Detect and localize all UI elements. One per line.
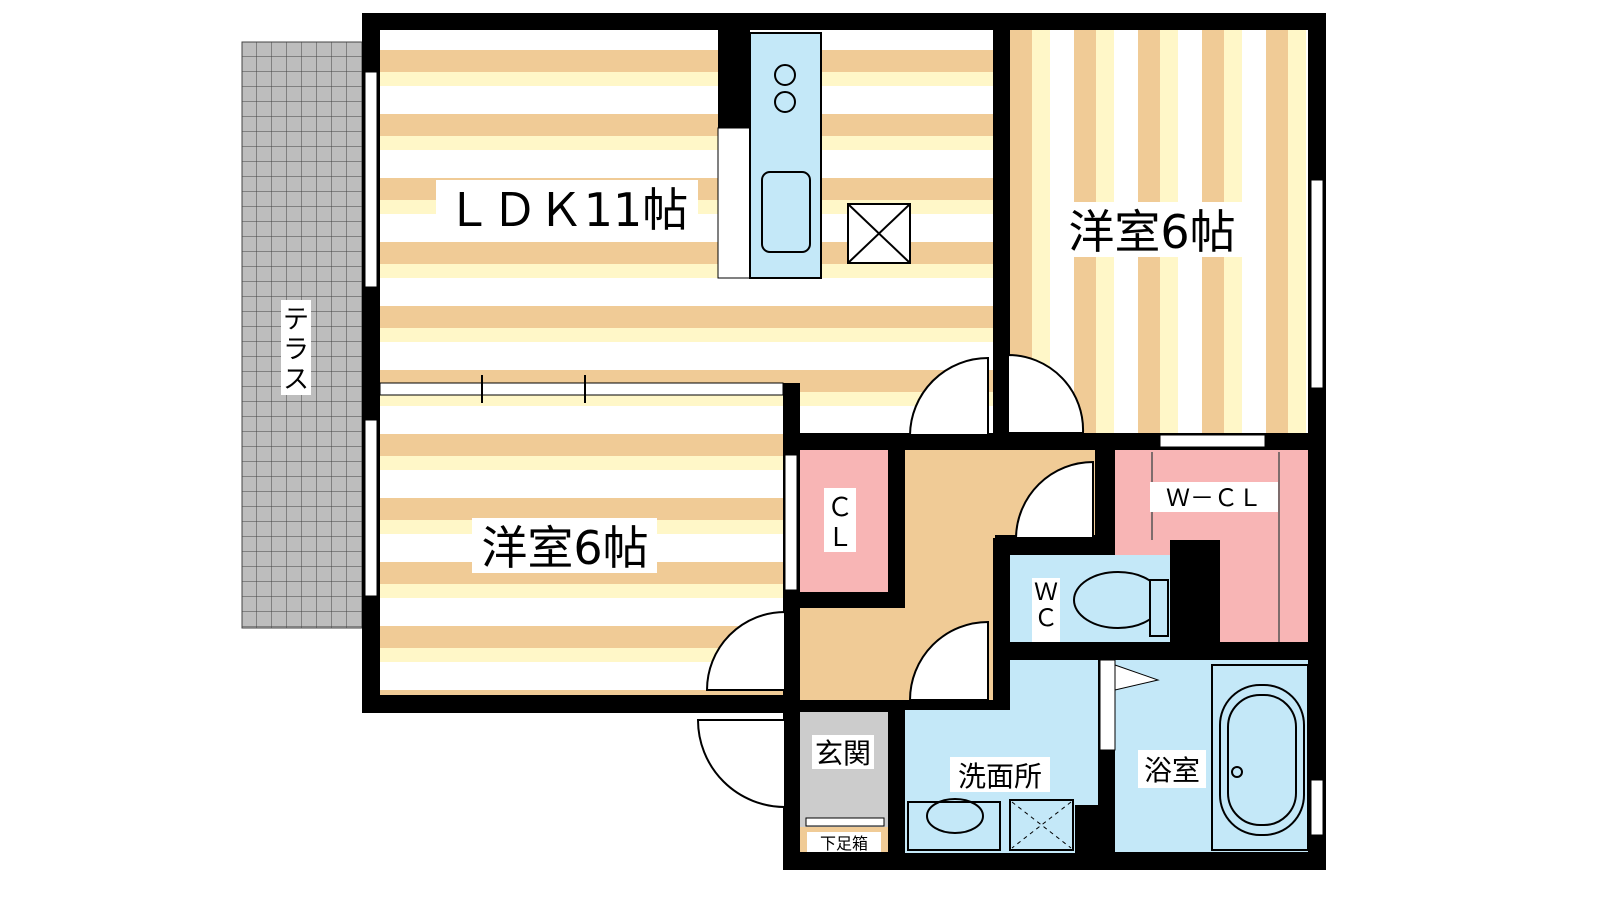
entrance-door[interactable] bbox=[696, 719, 786, 809]
window bbox=[364, 419, 378, 597]
washroom-label: 洗面所 bbox=[958, 760, 1042, 793]
room-toilet: Ｗ Ｃ bbox=[1010, 555, 1170, 642]
window bbox=[364, 71, 378, 288]
toilet-icon bbox=[1073, 571, 1169, 637]
bathtub-icon bbox=[1211, 664, 1309, 851]
wc-label-2: Ｃ bbox=[1034, 604, 1058, 632]
door[interactable] bbox=[908, 356, 989, 436]
doors bbox=[696, 353, 1266, 809]
storage-hatch-icon bbox=[847, 203, 911, 264]
closet-label-1: Ｃ bbox=[827, 493, 853, 523]
terrace-label-1: テ bbox=[283, 305, 309, 335]
window bbox=[1310, 179, 1324, 389]
closet-door[interactable] bbox=[784, 454, 798, 591]
room-western-right: 洋室6帖 bbox=[1010, 30, 1308, 433]
room-western-left: 洋室6帖 bbox=[379, 375, 784, 695]
closet-label-2: Ｌ bbox=[827, 523, 853, 553]
room-entrance: 玄関 下足箱 bbox=[800, 712, 888, 853]
bathroom-label: 浴室 bbox=[1144, 754, 1200, 787]
western-left-label: 洋室6帖 bbox=[481, 521, 648, 575]
entrance-label: 玄関 bbox=[815, 737, 871, 770]
door[interactable] bbox=[1007, 353, 1085, 434]
wcl-label: Ｗ－ＣＬ bbox=[1166, 484, 1262, 512]
door[interactable] bbox=[908, 620, 989, 701]
room-walk-in-closet: Ｗ－ＣＬ bbox=[1115, 450, 1308, 642]
western-right-label: 洋室6帖 bbox=[1068, 205, 1235, 259]
terrace-label-3: ス bbox=[283, 365, 309, 395]
wc-label-1: Ｗ bbox=[1034, 578, 1058, 606]
sink-icon bbox=[907, 798, 1001, 851]
door[interactable] bbox=[705, 610, 786, 691]
room-washroom: 洗面所 bbox=[905, 660, 1100, 855]
window bbox=[1310, 779, 1324, 836]
room-ldk: ＬＤＫ11帖 bbox=[380, 30, 993, 433]
terrace-label-2: ラ bbox=[283, 335, 309, 365]
shoe-box-label: 下足箱 bbox=[820, 834, 868, 853]
ldk-label: ＬＤＫ11帖 bbox=[446, 183, 689, 237]
kitchen-counter bbox=[749, 32, 822, 279]
room-closet: Ｃ Ｌ bbox=[800, 450, 888, 592]
room-bathroom: 浴室 bbox=[1099, 659, 1309, 852]
door[interactable] bbox=[1014, 460, 1094, 539]
washing-machine-icon bbox=[1009, 799, 1074, 851]
terrace: テ ラ ス bbox=[241, 41, 363, 629]
wcl-door[interactable] bbox=[1159, 434, 1266, 448]
